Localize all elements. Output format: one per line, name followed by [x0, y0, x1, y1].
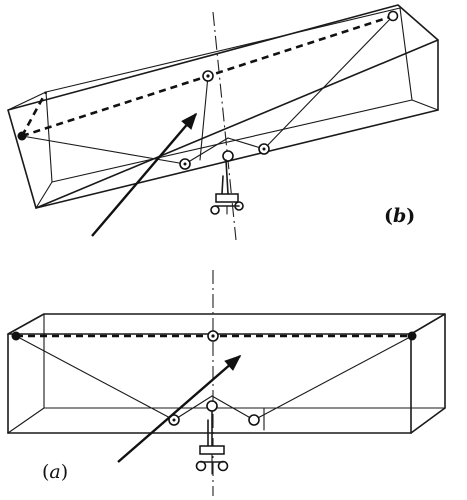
arrow-a: [117, 354, 242, 463]
panel-label-a-open: (: [42, 461, 49, 483]
panel-b: (b): [7, 4, 439, 241]
panel-label-a: (a): [42, 461, 68, 483]
panel-label-a-close: ): [61, 461, 68, 483]
threads-b: [21, 15, 394, 165]
pulley-a-right: [248, 414, 260, 426]
panel-label-b: (b): [384, 205, 415, 227]
pulley-a-left-hub: [172, 418, 176, 422]
panel-label-b-close: ): [406, 205, 415, 227]
pulley-b-left-hub: [183, 162, 187, 166]
end-a-left: [11, 331, 21, 341]
pulley-b-mid: [222, 150, 234, 162]
panel-label-b-open: (: [384, 205, 393, 227]
pulley-b-right-hub: [262, 147, 266, 151]
carriage-a: [195, 410, 229, 475]
panel-label-a-letter: a: [49, 461, 60, 483]
panel-a: (a): [7, 270, 446, 496]
end-b-left: [17, 131, 27, 141]
end-b-right: [387, 10, 399, 22]
panel-label-b-letter: b: [393, 205, 406, 227]
threads-a: [15, 335, 413, 431]
pivot-a-top: [211, 334, 215, 338]
pivot-b-top: [206, 74, 210, 78]
axis-b: [212, 11, 237, 241]
box-a-outline: [7, 313, 446, 434]
box-b-outline: [7, 4, 439, 209]
pulley-a-mid: [206, 400, 218, 412]
ribbon-b-end: [20, 91, 48, 137]
end-a-right: [407, 331, 417, 341]
carriage-b: [210, 159, 244, 215]
arrow-b: [91, 112, 198, 237]
